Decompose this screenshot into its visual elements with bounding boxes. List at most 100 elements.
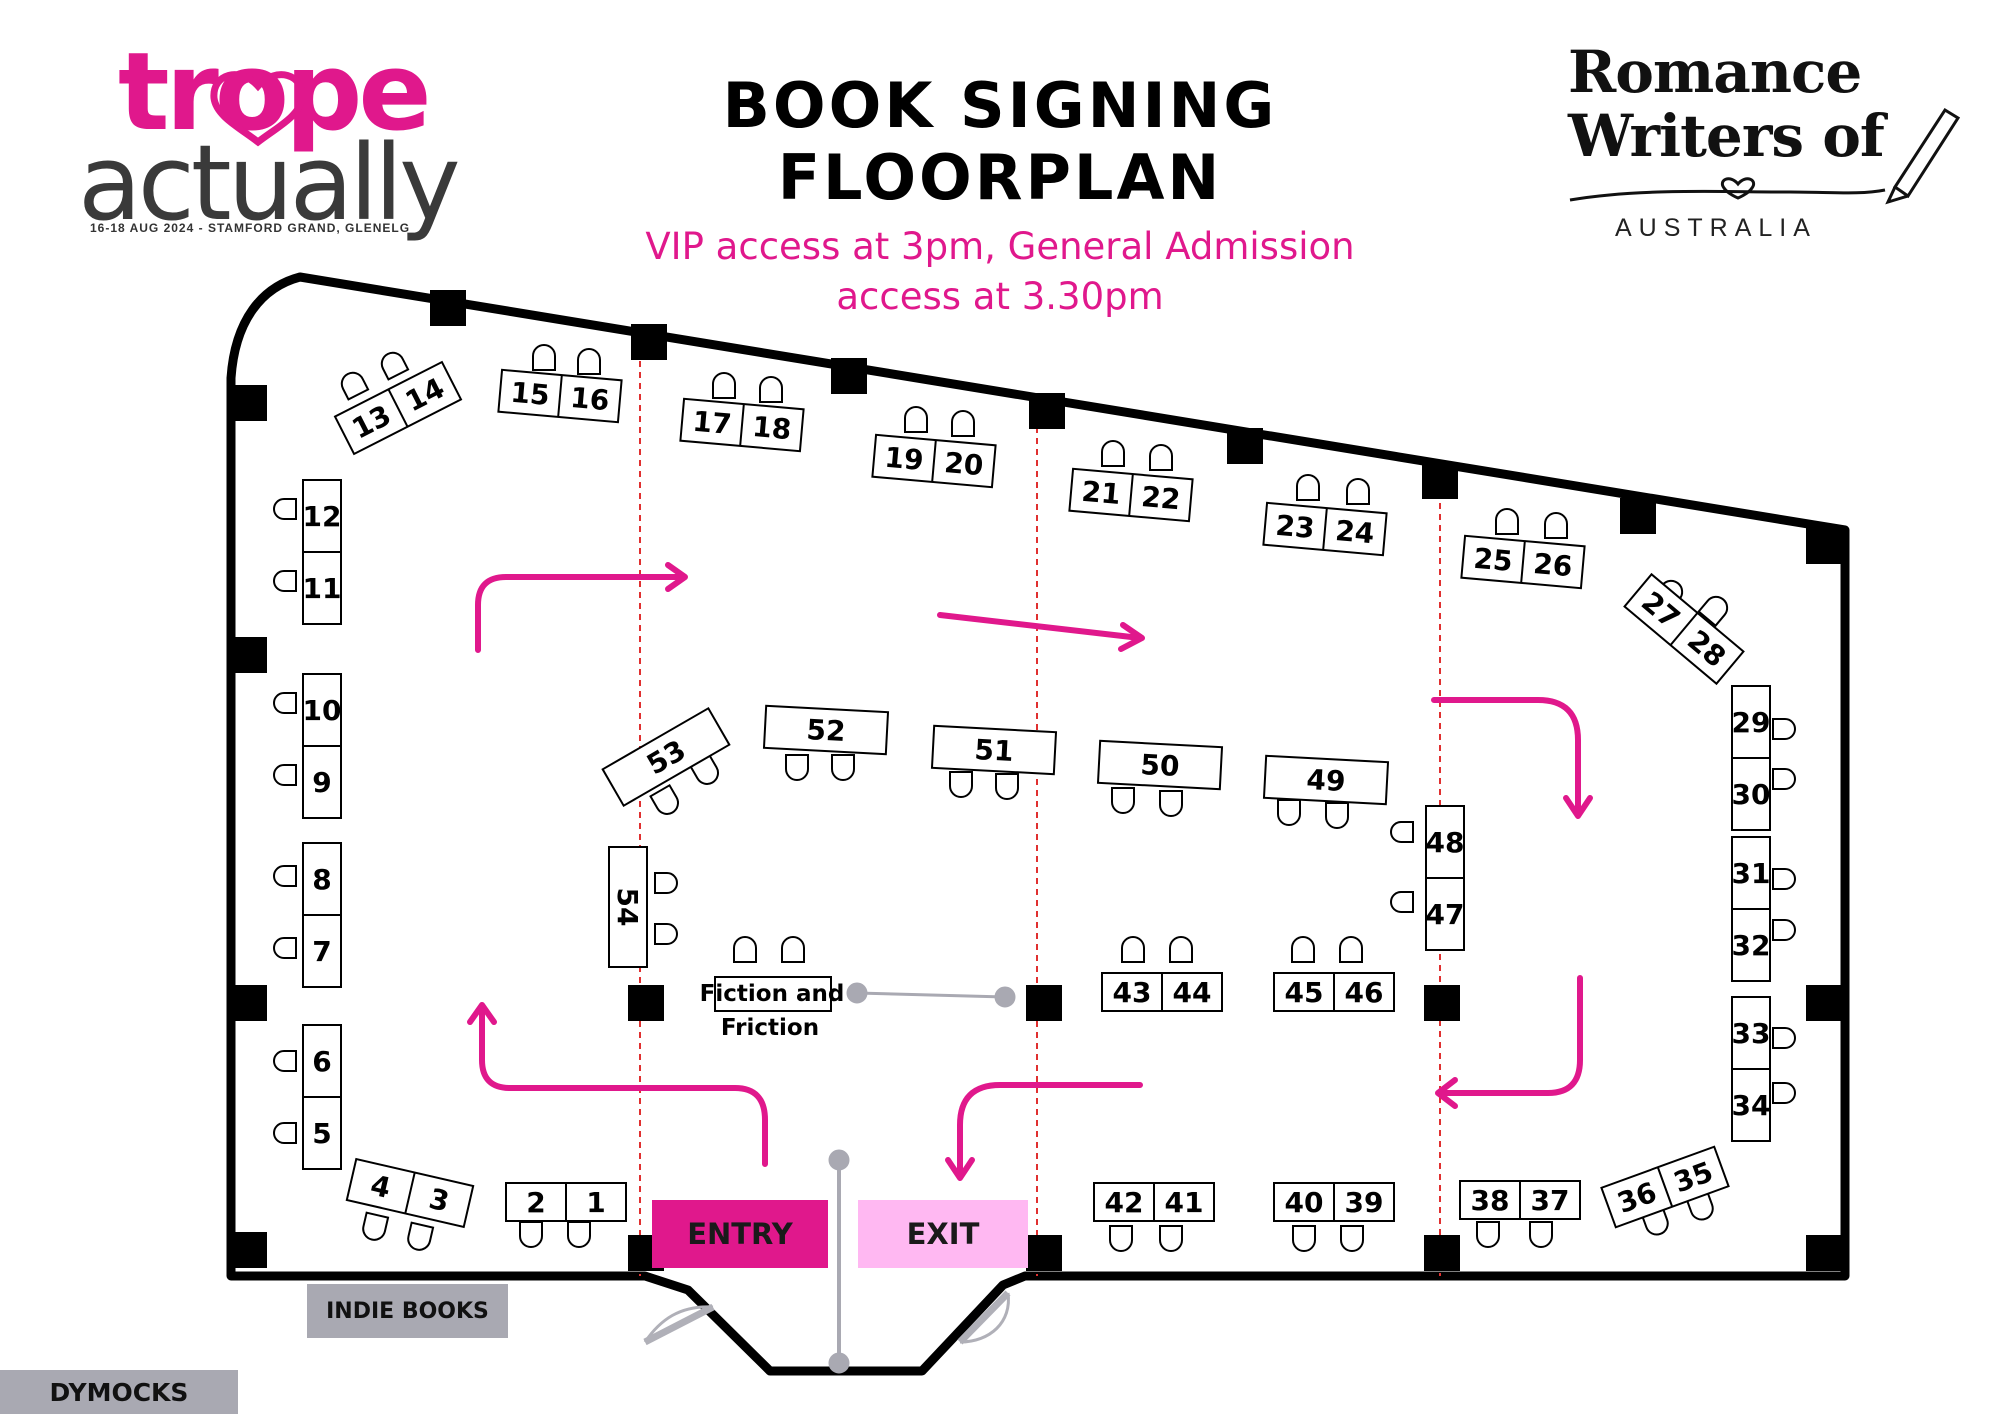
signing-table-10-9[interactable]: 109	[302, 673, 342, 819]
signing-table-29-30[interactable]: 29 30	[1731, 685, 1771, 831]
room-outline	[226, 272, 1850, 1376]
rwa-logo-line1: Romance	[1568, 38, 1862, 106]
table-surface	[1262, 754, 1390, 806]
chairs	[273, 344, 1796, 1252]
table-number: 12	[303, 500, 342, 533]
signing-table-52[interactable]: 52	[762, 704, 890, 756]
signing-table-8-7[interactable]: 87	[302, 842, 342, 988]
event-tagline: 16-18 AUG 2024 - STAMFORD GRAND, GLENELG	[90, 221, 411, 235]
entry-label[interactable]: ENTRY	[652, 1200, 828, 1268]
signing-table-49[interactable]: 49	[1262, 754, 1390, 806]
table-number: 51	[974, 733, 1015, 768]
table-number: 8	[312, 863, 331, 896]
fiction-and-friction-table[interactable]	[714, 976, 832, 1012]
table-number: 44	[1173, 976, 1212, 1009]
signing-table-6-5[interactable]: 65	[302, 1024, 342, 1170]
table-number: 22	[1140, 480, 1182, 516]
signing-table-50[interactable]: 50	[1096, 739, 1224, 791]
table-number: 20	[943, 446, 985, 482]
table-surface	[762, 704, 890, 756]
signing-table-23-24[interactable]: 23 24	[1262, 501, 1388, 557]
access-subtitle-line2: access at 3.30pm	[836, 275, 1164, 318]
rope-barriers	[828, 982, 1016, 1374]
table-number: 7	[312, 935, 331, 968]
signing-table-43-44[interactable]: 43 44	[1101, 972, 1223, 1012]
table-divider	[387, 388, 409, 428]
table-divider	[1128, 473, 1134, 517]
table-divider	[1520, 540, 1526, 584]
actually-logo-word: actually	[78, 122, 461, 244]
table-number: 41	[1165, 1186, 1204, 1219]
table-number: 24	[1334, 514, 1376, 550]
rwa-logo-line3: AUSTRALIA	[1615, 214, 1817, 242]
table-number: 47	[1426, 898, 1465, 931]
pen-icon	[1569, 107, 1961, 205]
table-number: 52	[806, 713, 847, 748]
flow-arrows	[467, 562, 1593, 1181]
signing-table-54[interactable]: 54	[608, 846, 648, 968]
table-number: 37	[1531, 1184, 1570, 1217]
table-number: 32	[1732, 929, 1771, 962]
table-number: 42	[1105, 1186, 1144, 1219]
table-number: 2	[526, 1186, 545, 1219]
table-number: 54	[611, 888, 644, 927]
table-number: 39	[1345, 1186, 1384, 1219]
signing-table-42-41[interactable]: 42 41	[1093, 1182, 1215, 1222]
signing-table-21-22[interactable]: 21 22	[1068, 467, 1194, 523]
indie-books-label: INDIE BOOKS	[307, 1284, 508, 1338]
table-divider	[1322, 507, 1328, 551]
table-surface	[601, 706, 731, 808]
fiction-and-friction-label-1: Fiction and	[700, 981, 845, 1007]
table-number: 43	[1113, 976, 1152, 1009]
signing-table-53[interactable]: 53	[601, 706, 731, 808]
table-number: 45	[1285, 976, 1324, 1009]
zone-dividers	[639, 350, 1441, 1276]
table-number: 23	[1274, 509, 1316, 545]
dymocks-label: DYMOCKS	[0, 1370, 238, 1414]
table-surface	[930, 724, 1058, 776]
table-number: 50	[1140, 748, 1181, 783]
table-surface	[608, 846, 648, 968]
table-number: 11	[303, 572, 342, 605]
table-number: 29	[1732, 706, 1771, 739]
table-number: 10	[303, 694, 342, 727]
exit-label-text: EXIT	[906, 1217, 980, 1251]
table-number: 5	[312, 1117, 331, 1150]
table-number: 6	[312, 1045, 331, 1078]
table-number: 30	[1732, 778, 1771, 811]
pillars	[231, 290, 1842, 1271]
table-number: 1	[586, 1186, 605, 1219]
entry-label-text: ENTRY	[687, 1217, 793, 1251]
table-number: 21	[1080, 475, 1122, 511]
access-subtitle-line1: VIP access at 3pm, General Admission	[645, 225, 1355, 268]
table-number: 49	[1306, 763, 1347, 798]
rwa-logo-line2: Writers of	[1568, 102, 1885, 170]
table-surface	[1096, 739, 1224, 791]
signing-table-40-39[interactable]: 40 39	[1273, 1182, 1395, 1222]
page-title-line1: BOOK SIGNING	[722, 69, 1278, 142]
table-number: 40	[1285, 1186, 1324, 1219]
table-number: 18	[751, 410, 793, 446]
signing-table-51[interactable]: 51	[930, 724, 1058, 776]
table-divider	[739, 403, 745, 447]
exit-label[interactable]: EXIT	[858, 1200, 1028, 1268]
table-number: 25	[1472, 542, 1514, 578]
table-number: 16	[569, 381, 611, 417]
signing-table-12-11[interactable]: 12 11	[302, 479, 342, 625]
